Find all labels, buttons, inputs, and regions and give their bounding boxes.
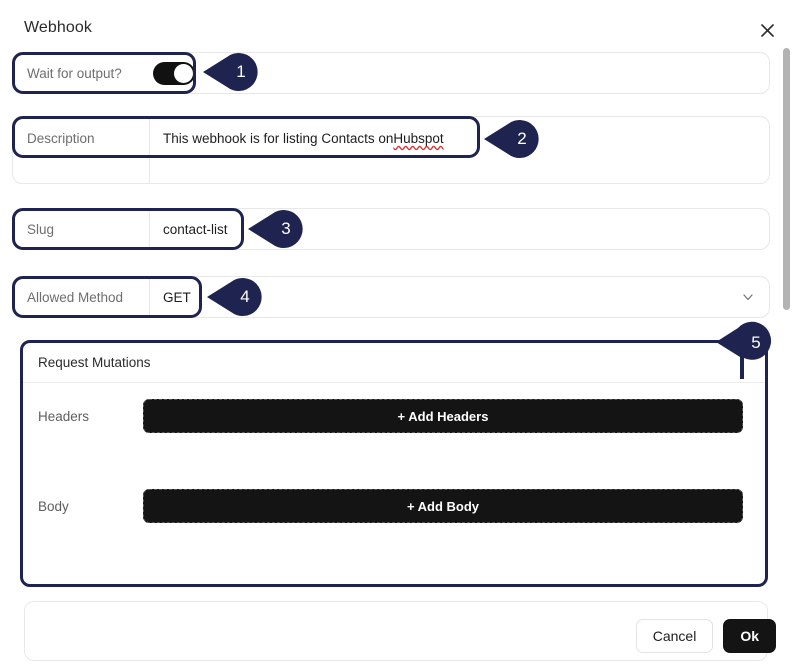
field-row-allowed-method: Allowed Method GET bbox=[12, 276, 770, 318]
chevron-down-icon[interactable] bbox=[741, 290, 755, 304]
request-mutations-title: Request Mutations bbox=[23, 343, 765, 383]
body-label: Body bbox=[38, 498, 69, 514]
headers-label: Headers bbox=[38, 408, 90, 424]
description-label: Description bbox=[27, 131, 95, 146]
callout-marker-2: 2 bbox=[484, 117, 546, 161]
description-value: This webhook is for listing Contacts on bbox=[163, 131, 394, 146]
wait-for-output-label: Wait for output? bbox=[27, 65, 122, 81]
slug-input[interactable]: contact-list bbox=[149, 209, 769, 249]
close-icon bbox=[760, 23, 775, 38]
cancel-button[interactable]: Cancel bbox=[635, 619, 714, 653]
allowed-method-select[interactable]: GET bbox=[149, 277, 769, 317]
add-headers-button[interactable]: + Add Headers bbox=[143, 399, 743, 433]
field-row-slug: Slug contact-list bbox=[12, 208, 770, 250]
callout-marker-1-number: 1 bbox=[236, 62, 246, 81]
page-title: Webhook bbox=[24, 19, 93, 36]
callout-marker-2-number: 2 bbox=[517, 129, 527, 148]
callout-marker-4: 4 bbox=[207, 275, 269, 319]
toggle-knob bbox=[174, 63, 193, 83]
mutation-row-body: Body + Add Body bbox=[23, 485, 765, 527]
callout-marker-5-number: 5 bbox=[751, 333, 761, 352]
close-button[interactable] bbox=[753, 16, 781, 44]
allowed-method-label: Allowed Method bbox=[27, 289, 124, 305]
callout-marker-4-number: 4 bbox=[240, 287, 250, 306]
add-body-button[interactable]: + Add Body bbox=[143, 489, 743, 523]
callout-marker-5: 5 bbox=[716, 321, 778, 381]
dialog-footer: Cancel Ok bbox=[635, 619, 776, 653]
wait-for-output-toggle[interactable] bbox=[153, 61, 195, 85]
mutation-row-headers: Headers + Add Headers bbox=[23, 395, 765, 437]
description-value-misspelled: Hubspot bbox=[393, 131, 444, 146]
description-input[interactable]: This webhook is for listing Contacts on … bbox=[149, 117, 769, 183]
callout-marker-1: 1 bbox=[203, 50, 265, 94]
vertical-scrollbar-thumb[interactable] bbox=[783, 48, 790, 310]
callout-marker-3: 3 bbox=[248, 207, 310, 251]
ok-button[interactable]: Ok bbox=[723, 619, 776, 653]
request-mutations-panel: Request Mutations Headers + Add Headers … bbox=[20, 340, 768, 587]
callout-marker-3-number: 3 bbox=[281, 219, 291, 238]
slug-label: Slug bbox=[27, 221, 55, 237]
field-row-description: Description This webhook is for listing … bbox=[12, 116, 770, 184]
field-row-wait-for-output: Wait for output? bbox=[12, 52, 770, 94]
